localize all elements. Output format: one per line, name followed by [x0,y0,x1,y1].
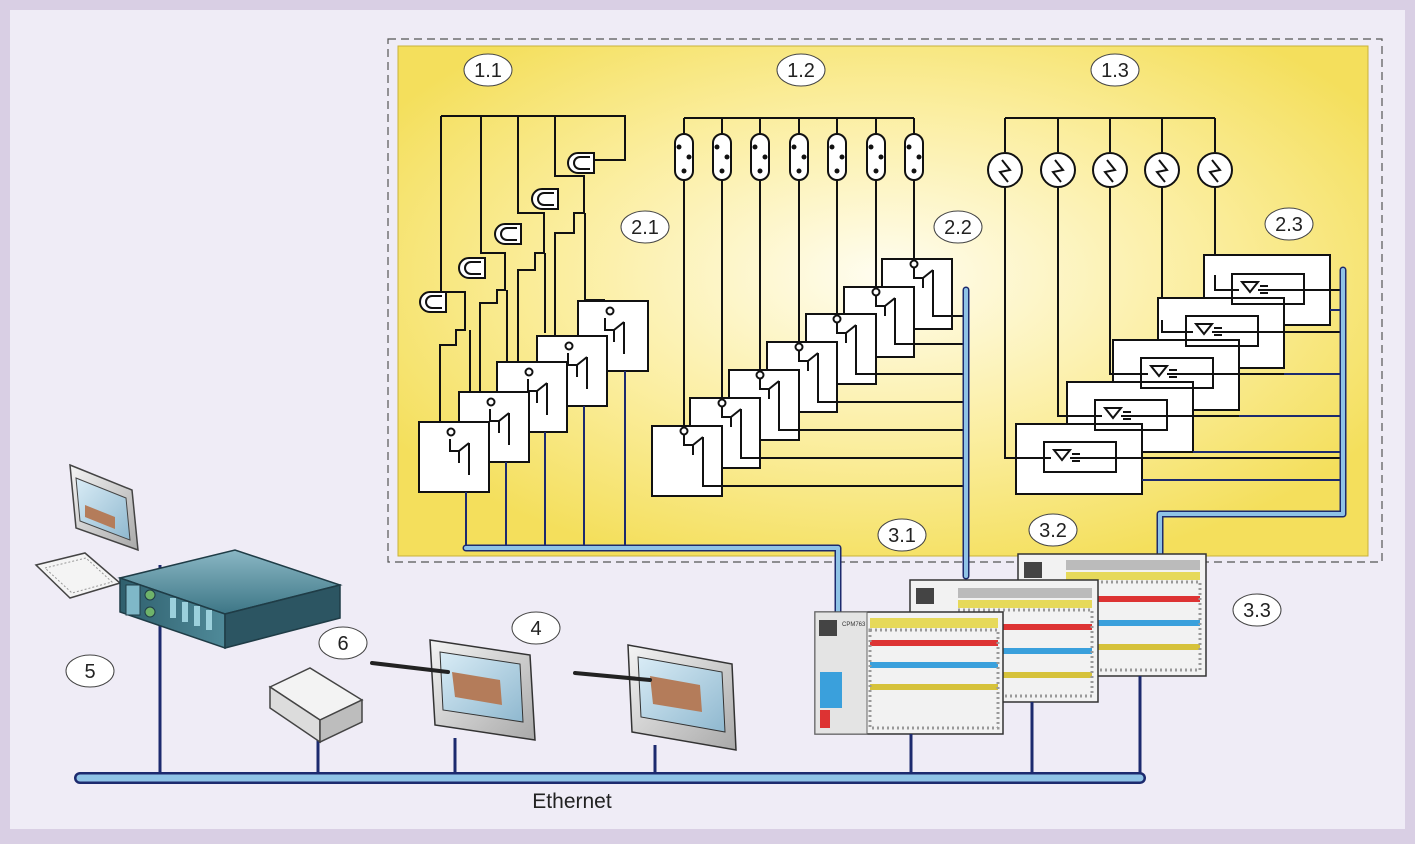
label-2-3: 2.3 [1275,214,1303,236]
label-bubble-1-1 [463,53,513,87]
label-bubble-4 [511,611,561,645]
label-bubble-3-2 [1028,513,1078,547]
sensor-group-1-2 [683,117,915,430]
label-3-3: 3.3 [1243,600,1271,622]
switch-contacts-1-2 [676,144,922,174]
io-modules-2-2 [651,258,953,497]
field-area-border [387,38,1383,563]
module-switch-symbols-2-2 [683,268,963,487]
magnetic-contacts-1-1 [419,152,595,313]
ethernet-drops [158,565,1142,775]
sensor-group-1-1 [439,115,626,422]
label-1-3: 1.3 [1101,60,1129,82]
label-bubble-6 [318,626,368,660]
label-3-2: 3.2 [1039,520,1067,542]
controller-model-label: CPM763 [842,622,866,628]
label-1-2: 1.2 [787,60,815,82]
ethernet-label: Ethernet [532,790,612,813]
touch-panel-1 [370,639,536,741]
module-terminals-2-1 [446,306,615,437]
label-5: 5 [84,661,95,683]
module-wires-2-1 [465,371,626,545]
label-bubble-2-1 [620,210,670,244]
label-bubble-5 [65,654,115,688]
module-wires-2-3 [1142,309,1342,481]
callout-labels [65,53,1314,688]
label-bubble-3-1 [877,518,927,552]
label-bubble-1-3 [1090,53,1140,87]
label-4: 4 [530,618,541,640]
controller-3-1: CPM763 [814,611,1004,735]
label-bubble-2-3 [1264,207,1314,241]
label-bubble-3-3 [1232,593,1282,627]
touch-panel-2 [573,644,737,751]
label-2-2: 2.2 [944,217,972,239]
callout-texts: 1.1 1.2 1.3 2.1 2.2 2.3 3.1 3.2 3.3 4 5 … [84,60,1302,683]
label-2-1: 2.1 [631,217,659,239]
label-bubble-1-2 [776,53,826,87]
module-terminals-2-2 [679,259,919,436]
label-6: 6 [337,633,348,655]
server-unit [117,549,343,650]
sensor-group-1-3 [1004,117,1216,455]
label-1-1: 1.1 [474,60,502,82]
module-switch-symbols-2-1 [449,318,625,475]
workstation-pc [34,463,139,599]
label-bubble-2-2 [933,210,983,244]
fieldbus-lines [462,266,1347,616]
label-3-1: 3.1 [888,525,916,547]
detector-symbols-1-3 [998,159,1222,183]
network-switch [268,667,364,744]
